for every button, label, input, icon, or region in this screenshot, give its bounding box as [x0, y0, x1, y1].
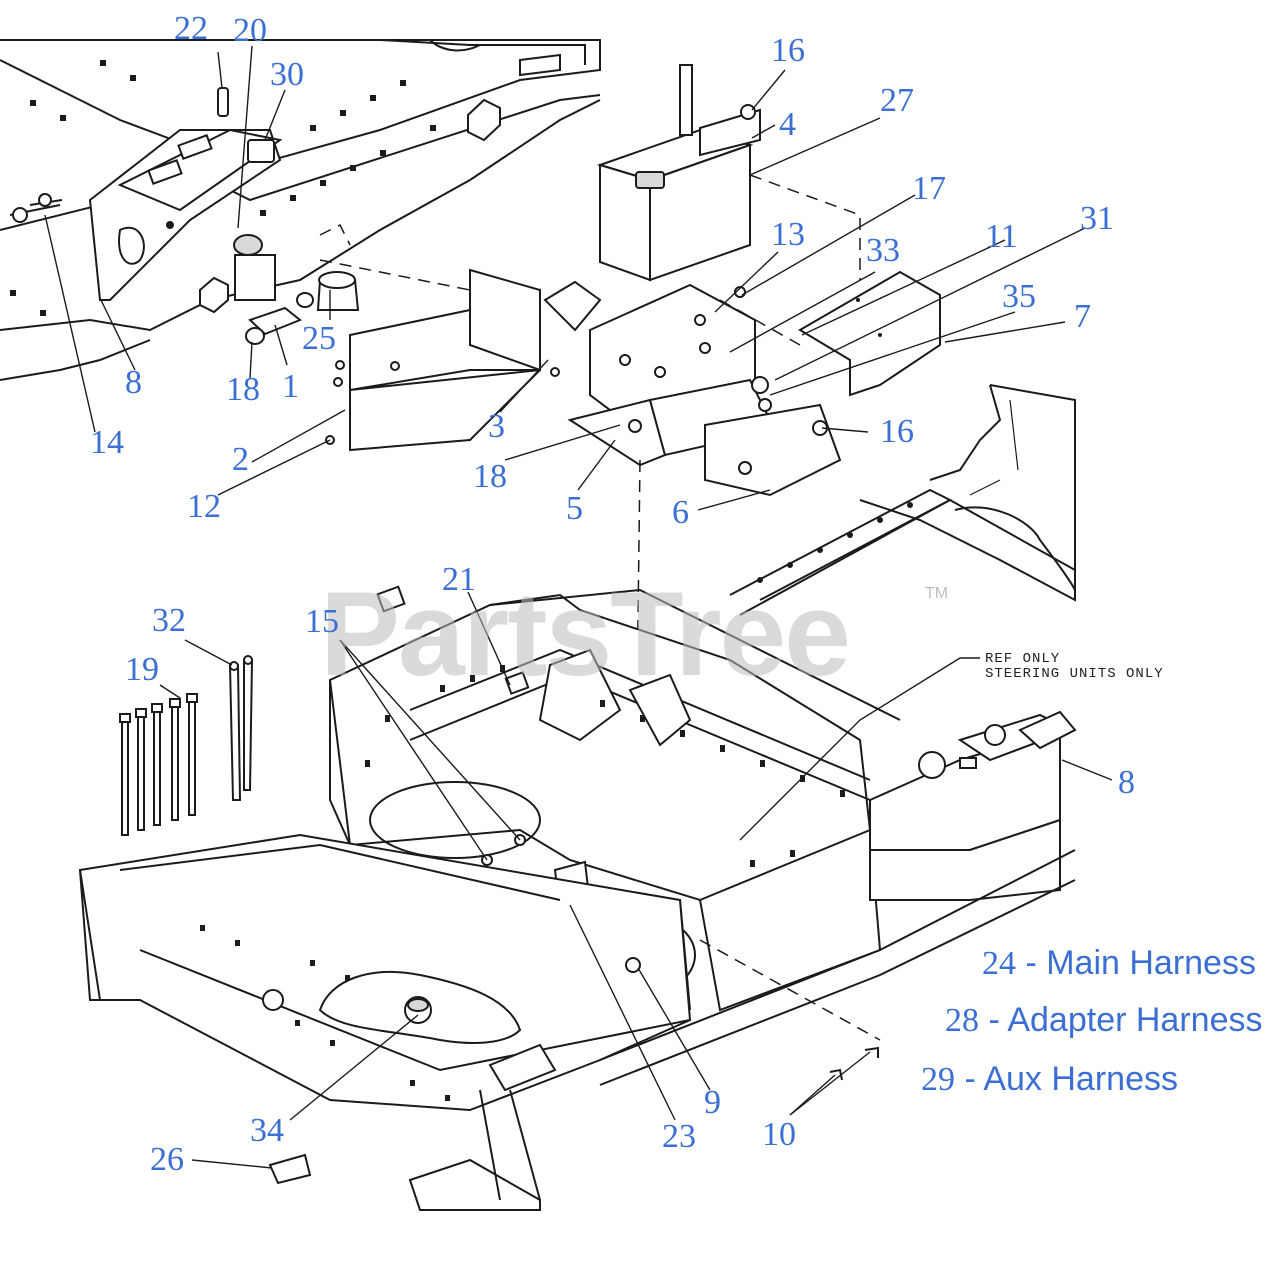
callout-25[interactable]: 25 — [302, 320, 336, 357]
harness-adapter: 28 - Adapter Harness — [945, 1003, 1262, 1038]
callout-33[interactable]: 33 — [866, 232, 900, 269]
callout-22[interactable]: 22 — [174, 10, 208, 47]
leader-lines — [44, 45, 1113, 1169]
battery-tray-5 — [567, 283, 842, 497]
callout-7[interactable]: 7 — [1074, 298, 1091, 335]
callout-31[interactable]: 31 — [1080, 200, 1114, 237]
harness-main-number: 24 — [982, 945, 1016, 982]
callout-8b[interactable]: 8 — [1118, 764, 1135, 801]
bolt-14 — [9, 193, 63, 223]
callout-4[interactable]: 4 — [779, 106, 796, 143]
trademark-mark: TM — [925, 585, 949, 602]
harness-main-label: - Main Harness — [1016, 944, 1256, 982]
callout-13[interactable]: 13 — [771, 216, 805, 253]
callout-21[interactable]: 21 — [442, 561, 476, 598]
harness-adapter-label: - Adapter Harness — [979, 1001, 1263, 1039]
cable-ties — [119, 655, 254, 836]
callout-12[interactable]: 12 — [187, 488, 221, 525]
callout-35[interactable]: 35 — [1002, 278, 1036, 315]
main-frame — [329, 588, 1077, 1012]
bezel-1 — [245, 306, 302, 345]
callout-30[interactable]: 30 — [270, 56, 304, 93]
callout-10[interactable]: 10 — [762, 1116, 796, 1153]
callout-23[interactable]: 23 — [662, 1118, 696, 1155]
callout-17[interactable]: 17 — [912, 170, 946, 207]
ref-only-note: REF ONLY STEERING UNITS ONLY — [985, 651, 1164, 682]
harness-adapter-number: 28 — [945, 1002, 979, 1039]
callout-11[interactable]: 11 — [985, 218, 1018, 255]
partstree-watermark: PartsTree — [320, 567, 851, 701]
callout-27[interactable]: 27 — [880, 82, 914, 119]
harness-aux-label: - Aux Harness — [955, 1060, 1178, 1098]
callout-8[interactable]: 8 — [125, 364, 142, 401]
callout-5[interactable]: 5 — [566, 490, 583, 527]
callout-26[interactable]: 26 — [150, 1141, 184, 1178]
callout-6[interactable]: 6 — [672, 494, 689, 531]
harness-main: 24 - Main Harness — [982, 946, 1256, 981]
callout-3[interactable]: 3 — [488, 408, 505, 445]
small-parts — [268, 585, 879, 1185]
callout-1[interactable]: 1 — [282, 368, 299, 405]
ignition-switch — [233, 234, 360, 311]
callout-19[interactable]: 19 — [125, 651, 159, 688]
shroud-2-3 — [325, 268, 602, 452]
harness-aux: 29 - Aux Harness — [921, 1062, 1178, 1097]
floor-pan — [78, 833, 1076, 1211]
callout-14[interactable]: 14 — [90, 424, 124, 461]
callout-32[interactable]: 32 — [152, 602, 186, 639]
callout-2[interactable]: 2 — [232, 441, 249, 478]
callout-18b[interactable]: 18 — [473, 458, 507, 495]
callout-20[interactable]: 20 — [233, 12, 267, 49]
right-frame-rail — [729, 384, 1076, 616]
callout-18[interactable]: 18 — [226, 371, 260, 408]
harness-aux-number: 29 — [921, 1061, 955, 1098]
dash-bracket — [88, 87, 283, 301]
battery-27 — [596, 64, 761, 282]
callout-16[interactable]: 16 — [771, 32, 805, 69]
callout-9[interactable]: 9 — [704, 1084, 721, 1121]
callout-34[interactable]: 34 — [250, 1112, 284, 1149]
callout-16b[interactable]: 16 — [880, 413, 914, 450]
callout-15[interactable]: 15 — [305, 603, 339, 640]
